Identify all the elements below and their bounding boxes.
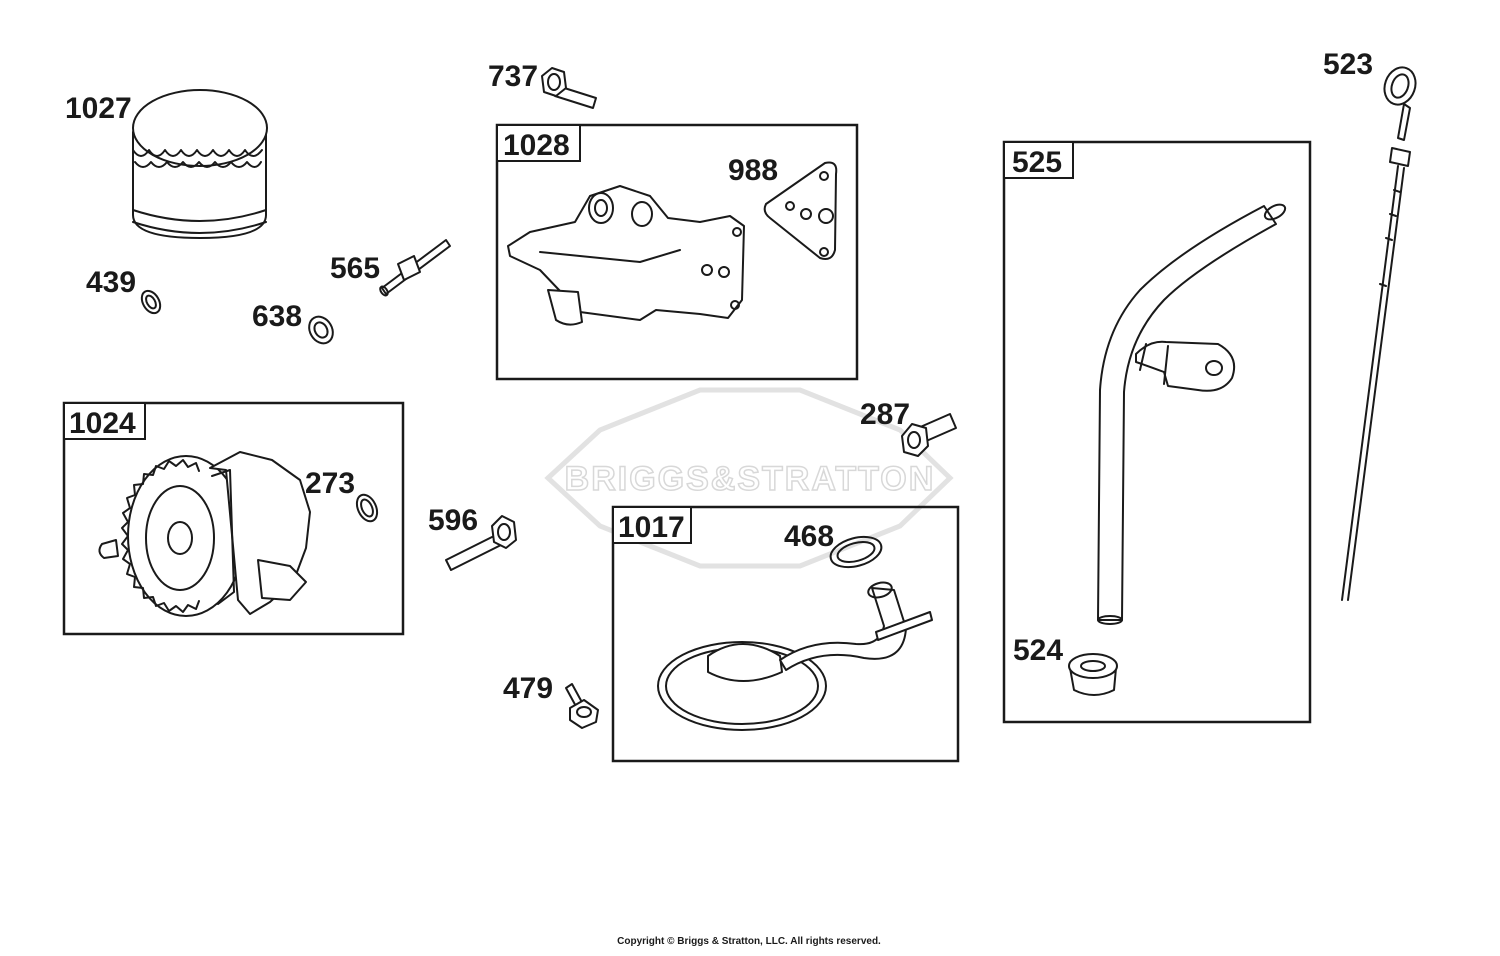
watermark-logo: BRIGGS&STRATTON [544,387,954,569]
part-287-nut[interactable] [901,413,957,457]
callout-468: 468 [784,520,834,553]
group-label-1028: 1028 [503,129,570,162]
part-273-o-ring[interactable] [353,492,381,525]
part-596-bolt[interactable] [445,515,517,571]
group-525-dipstick-tube[interactable]: 525 [1002,140,1312,724]
group-label-525: 525 [1012,146,1062,179]
group-label-1017: 1017 [618,511,685,544]
part-737-screw[interactable] [541,67,597,109]
part-523-dipstick[interactable] [1341,63,1421,601]
callout-596: 596 [428,504,478,537]
part-565-fitting[interactable] [379,239,451,297]
callout-737: 737 [488,60,538,93]
callout-479: 479 [503,672,553,705]
callout-287: 287 [860,398,910,431]
part-439-washer[interactable] [138,288,164,317]
part-524-plug[interactable] [1068,653,1118,696]
callout-439: 439 [86,266,136,299]
callout-273: 273 [305,467,355,500]
part-468-o-ring[interactable] [827,532,884,573]
part-479-screw[interactable] [565,683,599,729]
callout-988: 988 [728,154,778,187]
part-1027-oil-filter[interactable] [132,89,268,239]
callout-1027: 1027 [65,92,132,125]
callout-523: 523 [1323,48,1373,81]
copyright-notice: Copyright © Briggs & Stratton, LLC. All … [617,936,881,947]
watermark-text: BRIGGS&STRATTON [565,460,936,498]
group-label-1024: 1024 [69,407,136,440]
part-638-lock-washer[interactable] [304,312,337,347]
group-1028-oil-filter-adapter[interactable]: 1028 [495,123,859,381]
callout-638: 638 [252,300,302,333]
group-1017-oil-pickup[interactable]: 1017 [611,505,960,763]
callout-524: 524 [1013,634,1063,667]
group-1024-oil-pump[interactable]: 1024 [62,401,405,636]
callout-565: 565 [330,252,380,285]
